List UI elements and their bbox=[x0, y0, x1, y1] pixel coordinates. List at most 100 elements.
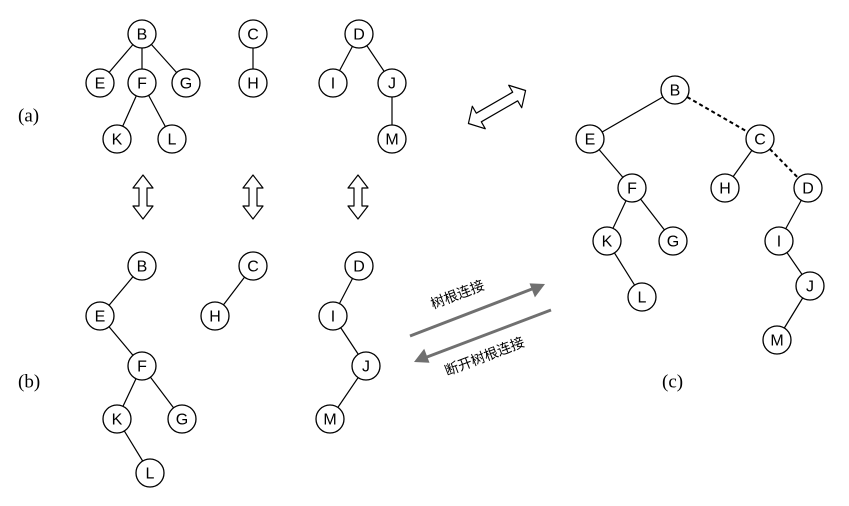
c-tree-node-e: E bbox=[575, 124, 605, 154]
c-tree-node-g: G bbox=[658, 226, 688, 256]
c-tree-node-m: M bbox=[762, 325, 792, 355]
node-circle bbox=[318, 301, 348, 331]
c-tree-node-j: J bbox=[795, 271, 825, 301]
b-tree1-node-k: K bbox=[102, 404, 132, 434]
a-tree1-node-l: L bbox=[157, 124, 187, 154]
node-label: I bbox=[331, 309, 335, 326]
node-circle bbox=[238, 68, 268, 98]
node-circle bbox=[344, 19, 374, 49]
c-tree-node-i: I bbox=[764, 226, 794, 256]
c-tree-root-link-b-c bbox=[674, 89, 761, 140]
node-circle bbox=[127, 351, 157, 381]
node-circle bbox=[127, 19, 157, 49]
node-label: C bbox=[247, 27, 259, 44]
a-tree1-node-e: E bbox=[85, 68, 115, 98]
a-tree1-node-b: B bbox=[127, 19, 157, 49]
node-circle bbox=[351, 351, 381, 381]
node-circle bbox=[377, 124, 407, 154]
b-tree2-node-c: C bbox=[238, 251, 268, 281]
node-circle bbox=[658, 226, 688, 256]
node-circle bbox=[377, 68, 407, 98]
node-circle bbox=[617, 173, 647, 203]
node-label: H bbox=[209, 309, 221, 326]
node-circle bbox=[764, 226, 794, 256]
forward-conversion-label: 树根连接 bbox=[428, 277, 486, 313]
b-tree3-node-i: I bbox=[318, 301, 348, 331]
node-label: B bbox=[670, 83, 681, 100]
b-tree3-node-j: J bbox=[351, 351, 381, 381]
node-circle bbox=[793, 173, 823, 203]
c-tree-node-h: H bbox=[710, 173, 740, 203]
a-tree3-node-m: M bbox=[377, 124, 407, 154]
node-label: F bbox=[627, 181, 637, 198]
node-label: H bbox=[247, 76, 259, 93]
label-a: (a) bbox=[18, 106, 39, 127]
node-circle bbox=[157, 124, 187, 154]
node-circle bbox=[200, 301, 230, 331]
node-label: M bbox=[770, 333, 783, 350]
b-tree2-node-h: H bbox=[200, 301, 230, 331]
node-circle bbox=[238, 19, 268, 49]
node-label: E bbox=[95, 309, 106, 326]
node-label: M bbox=[323, 412, 336, 429]
node-label: G bbox=[180, 76, 192, 93]
node-circle bbox=[171, 68, 201, 98]
node-circle bbox=[85, 301, 115, 331]
node-label: B bbox=[137, 259, 148, 276]
b-tree1-node-f: F bbox=[127, 351, 157, 381]
a-tree3-node-i: I bbox=[318, 68, 348, 98]
a-tree1-node-g: G bbox=[171, 68, 201, 98]
b-tree1-node-l: L bbox=[135, 458, 165, 488]
node-label: F bbox=[137, 76, 147, 93]
node-circle bbox=[102, 404, 132, 434]
double-arrow-3 bbox=[347, 174, 369, 220]
b-tree1-node-e: E bbox=[85, 301, 115, 331]
node-label: B bbox=[137, 27, 148, 44]
diagonal-double-arrow bbox=[467, 84, 527, 130]
node-label: L bbox=[146, 466, 155, 483]
double-arrow-2 bbox=[242, 174, 264, 220]
c-tree-node-l: L bbox=[627, 282, 657, 312]
node-circle bbox=[710, 173, 740, 203]
node-circle bbox=[745, 124, 775, 154]
node-circle bbox=[85, 68, 115, 98]
node-circle bbox=[795, 271, 825, 301]
a-tree1-node-f: F bbox=[127, 68, 157, 98]
node-label: G bbox=[667, 234, 679, 251]
node-circle bbox=[575, 124, 605, 154]
b-tree3-node-d: D bbox=[344, 251, 374, 281]
node-label: E bbox=[95, 76, 106, 93]
node-circle bbox=[762, 325, 792, 355]
node-label: M bbox=[385, 132, 398, 149]
a-tree3-node-d: D bbox=[344, 19, 374, 49]
double-arrow-1 bbox=[132, 174, 154, 220]
c-tree-node-k: K bbox=[592, 226, 622, 256]
node-label: D bbox=[353, 259, 365, 276]
edges-layer bbox=[99, 33, 811, 474]
a-tree1-node-k: K bbox=[102, 124, 132, 154]
node-circle bbox=[315, 404, 345, 434]
node-label: D bbox=[802, 181, 814, 198]
node-circle bbox=[660, 75, 690, 105]
node-label: J bbox=[806, 279, 814, 296]
c-tree-node-f: F bbox=[617, 173, 647, 203]
node-circle bbox=[318, 68, 348, 98]
node-label: K bbox=[112, 132, 123, 149]
node-circle bbox=[127, 251, 157, 281]
backward-conversion-label: 断开树根连接 bbox=[442, 334, 527, 380]
node-label: C bbox=[754, 132, 766, 149]
node-label: L bbox=[638, 290, 647, 307]
node-label: G bbox=[176, 412, 188, 429]
b-tree3-node-m: M bbox=[315, 404, 345, 434]
c-tree-node-c: C bbox=[745, 124, 775, 154]
node-label: K bbox=[602, 234, 613, 251]
node-circle bbox=[344, 251, 374, 281]
node-label: K bbox=[112, 412, 123, 429]
node-label: D bbox=[353, 27, 365, 44]
backward-conversion-arrow: 断开树根连接 bbox=[414, 308, 552, 380]
node-label: H bbox=[719, 181, 731, 198]
label-c: (c) bbox=[662, 372, 683, 393]
a-tree3-node-j: J bbox=[377, 68, 407, 98]
